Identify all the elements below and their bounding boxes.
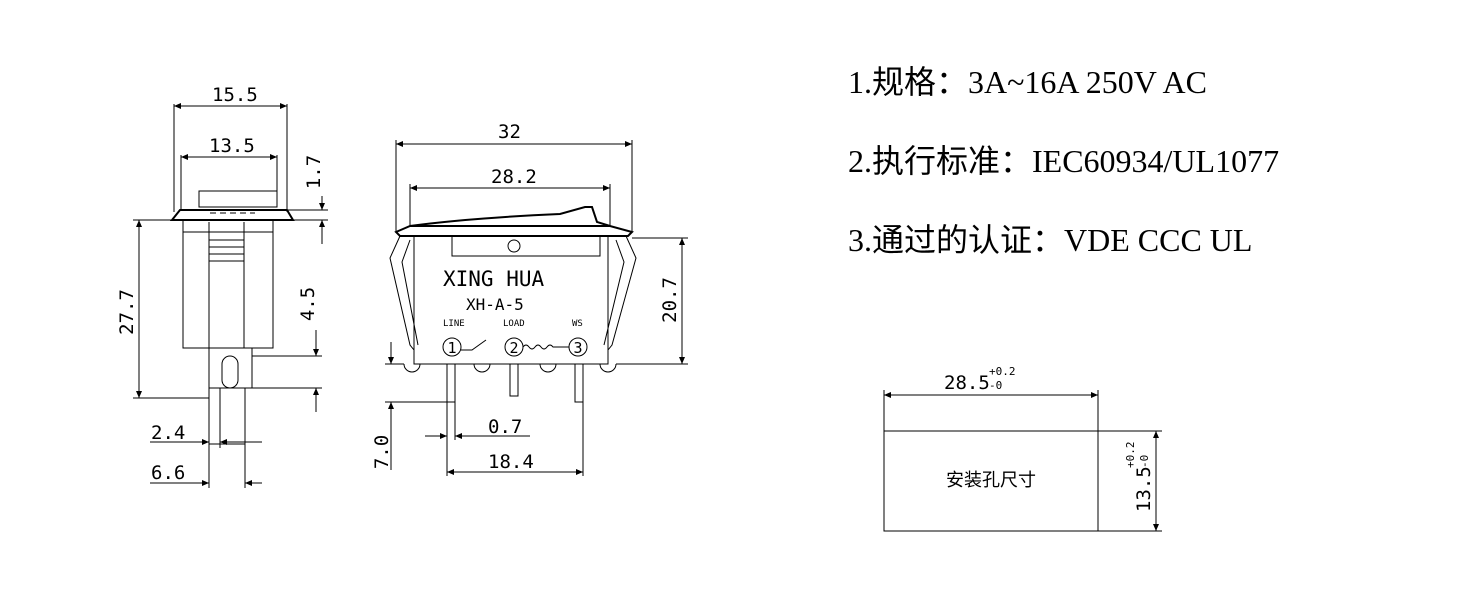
dim-terminal-thickness: 2.4 [151,422,185,444]
model-text: XH-A-5 [466,295,524,314]
pin-label-line: LINE [443,319,465,329]
pin-label-load: LOAD [503,319,525,329]
left-clip [389,235,415,351]
cutout-height-tol-upper: +0.2 [1124,442,1137,469]
lamp-symbol [522,344,569,350]
terminal-1 [446,363,456,403]
pin-number-2: 2 [509,339,518,357]
terminal-3 [574,363,584,403]
dim-terminal-offset: 4.5 [297,287,319,321]
side-rocker [198,190,278,208]
panel-cutout: 安装孔尺寸 28.5 +0.2 -0 13.5 +0.2 -0 [883,365,1162,532]
dim-rocker-height: 1.7 [303,155,325,189]
dim-terminal-gap: 0.7 [488,416,522,438]
pin-label-ws: WS [572,319,583,329]
pin-number-1: 1 [447,339,456,357]
spec-rating: 1.规格：3A~16A 250V AC [848,64,1207,100]
dim-terminal-length: 7.0 [371,435,393,469]
cutout-width-tol-upper: +0.2 [989,365,1016,378]
front-rocker [409,206,611,227]
spec-certifications: 3.通过的认证：VDE CCC UL [848,222,1252,258]
pin-number-3: 3 [573,339,582,357]
side-terminal [208,387,246,445]
dim-rocker-length: 28.2 [491,166,537,188]
cutout-width-tol-lower: -0 [989,379,1002,392]
dim-width-outer: 15.5 [212,84,258,106]
cutout-rect [883,430,1099,532]
side-base [208,347,253,389]
cutout-width: 28.5 [944,372,990,394]
spec-list: 1.规格：3A~16A 250V AC 2.执行标准：IEC60934/UL10… [848,64,1279,258]
spec-standard: 2.执行标准：IEC60934/UL1077 [848,143,1279,179]
side-body [182,219,274,349]
dim-body-height: 27.7 [116,289,138,335]
cutout-height: 13.5 [1133,466,1155,512]
switch-symbol [461,339,487,351]
terminal-2 [509,363,519,397]
cutout-label: 安装孔尺寸 [946,470,1036,491]
brand-text: XING HUA [443,267,545,291]
right-clip [607,235,637,351]
dim-width-inner: 13.5 [209,135,255,157]
side-flange [169,209,295,221]
front-bezel [394,225,634,237]
cutout-height-tol-lower: -0 [1138,455,1151,468]
side-view: 15.5 13.5 1.7 27.7 4.5 2.4 6.6 [116,84,328,488]
dim-terminal-width: 6.6 [151,462,185,484]
dim-body-height-front: 20.7 [659,277,681,323]
dim-terminal-span: 18.4 [488,451,534,473]
dim-overall-length: 32 [498,121,521,143]
front-view: XING HUA XH-A-5 LINE LOAD WS 1 2 3 32 28… [371,121,688,476]
